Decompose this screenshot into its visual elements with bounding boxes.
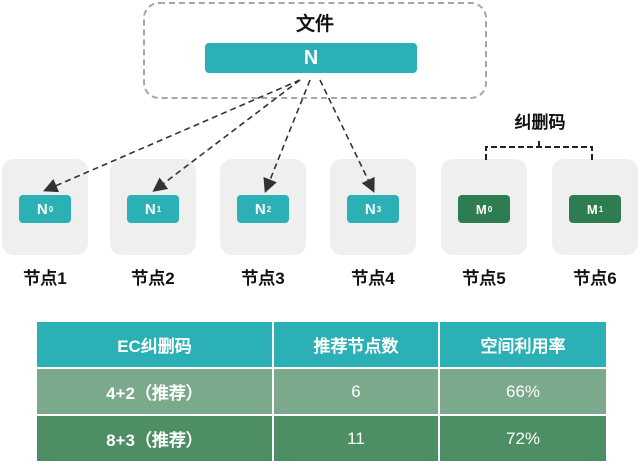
table-header-row: EC纠删码 推荐节点数 空间利用率 [37,322,606,369]
node-label-1: 节点1 [23,269,67,288]
header-utilization: 空间利用率 [440,322,606,369]
arrow-to-n0 [43,79,301,193]
parity-label: 纠删码 [514,113,566,132]
table-row: 4+2（推荐） 6 66% [37,369,606,416]
node-label-4: 节点4 [351,269,395,288]
header-nodes: 推荐节点数 [274,322,440,369]
arrow-to-n1 [152,79,301,192]
arrow-to-n3 [319,79,375,193]
cell-node-count: 6 [274,369,440,416]
file-container [143,2,487,99]
file-title: 文件 [295,14,334,35]
parity-bracket [485,138,593,160]
file-block: N [205,43,417,73]
cell-utilization: 66% [440,369,606,416]
node-label-3: 节点3 [241,269,285,288]
node-label-2: 节点2 [131,269,175,288]
cell-utilization: 72% [440,416,606,463]
cell-ec-scheme: 8+3（推荐） [37,416,274,463]
ec-comparison-table: EC纠删码 推荐节点数 空间利用率 4+2（推荐） 6 66% 8+3（推荐） … [37,322,606,463]
table-row: 8+3（推荐） 11 72% [37,416,606,463]
header-ec: EC纠删码 [37,322,274,369]
arrow-to-n2 [263,79,311,193]
cell-ec-scheme: 4+2（推荐） [37,369,274,416]
node-label-6: 节点6 [573,269,617,288]
node-label-5: 节点5 [462,269,506,288]
cell-node-count: 11 [274,416,440,463]
